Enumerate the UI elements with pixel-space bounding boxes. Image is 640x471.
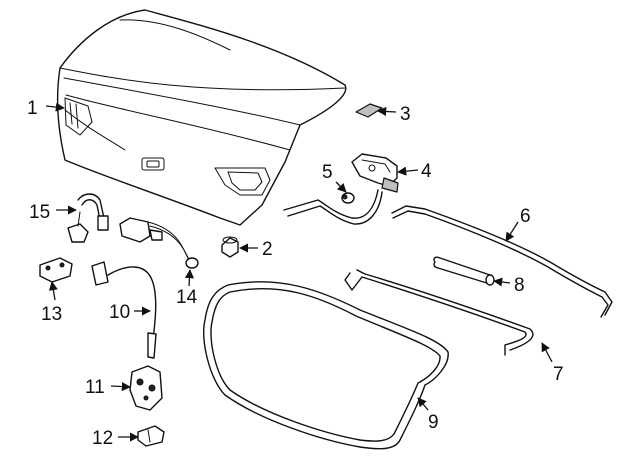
leader-lines <box>45 102 553 442</box>
callout-8: 8 <box>514 275 525 296</box>
callout-12: 12 <box>92 428 113 449</box>
callout-10: 10 <box>109 302 130 323</box>
latch[interactable] <box>351 153 399 193</box>
callout-11: 11 <box>85 377 105 398</box>
torsion-rod[interactable] <box>391 205 613 318</box>
callout-9: 9 <box>428 412 439 433</box>
callout-15: 15 <box>29 202 50 223</box>
switch[interactable] <box>39 257 73 283</box>
harness-connector[interactable] <box>67 193 109 243</box>
actuator[interactable] <box>129 365 163 411</box>
callout-4: 4 <box>421 161 432 182</box>
callout-5: 5 <box>322 162 333 183</box>
callout-1: 1 <box>27 98 38 119</box>
callout-13: 13 <box>41 304 62 325</box>
callout-14: 14 <box>176 287 198 308</box>
callout-2: 2 <box>262 239 273 260</box>
release-cable[interactable] <box>91 261 157 359</box>
torsion-rod-lower[interactable] <box>344 269 534 356</box>
callout-3: 3 <box>400 104 411 125</box>
callout-7: 7 <box>553 364 564 385</box>
bumper[interactable] <box>221 236 239 258</box>
lock-cylinder-rod[interactable] <box>283 189 383 225</box>
wiring-harness[interactable] <box>119 217 199 269</box>
clip[interactable] <box>137 425 165 447</box>
weatherstrip[interactable] <box>203 281 449 450</box>
callout-labels: 1 2 3 4 5 6 7 8 9 10 11 12 13 14 15 <box>27 98 564 449</box>
callout-6: 6 <box>520 206 531 227</box>
trunk-lid[interactable] <box>56 9 347 226</box>
strut[interactable] <box>433 256 495 286</box>
